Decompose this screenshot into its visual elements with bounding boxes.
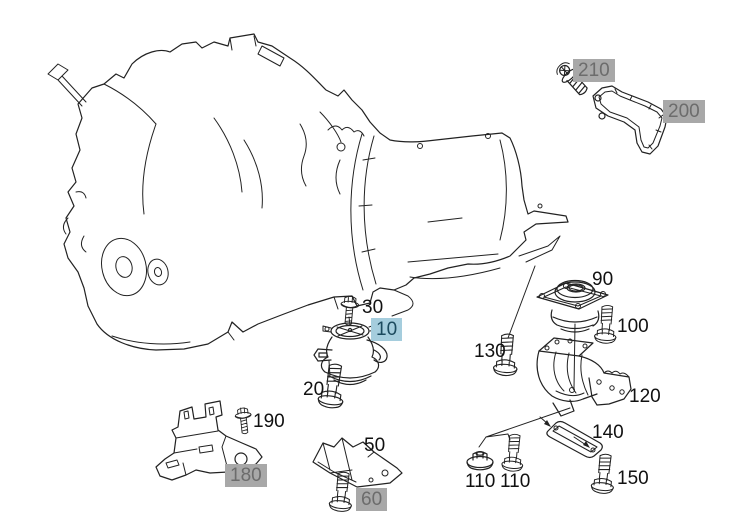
callout-110-nut[interactable]: 110 bbox=[465, 471, 496, 492]
callout-140[interactable]: 140 bbox=[592, 422, 624, 443]
callout-10[interactable]: 10 bbox=[371, 318, 403, 341]
callout-120[interactable]: 120 bbox=[629, 386, 661, 407]
callout-150[interactable]: 150 bbox=[617, 468, 649, 489]
part-drawing-140-shim-plate bbox=[546, 420, 603, 459]
callout-20[interactable]: 20 bbox=[303, 379, 325, 400]
callout-130[interactable]: 130 bbox=[474, 341, 506, 362]
callout-30[interactable]: 30 bbox=[362, 297, 384, 318]
callout-100[interactable]: 100 bbox=[617, 316, 649, 337]
part-drawing-110-nut bbox=[466, 451, 494, 471]
callout-190[interactable]: 190 bbox=[253, 411, 285, 432]
callout-90[interactable]: 90 bbox=[592, 269, 614, 290]
part-drawing-60-bolt bbox=[328, 470, 356, 513]
part-drawing-200-support-bracket bbox=[592, 85, 668, 155]
callout-110-bolt[interactable]: 110 bbox=[500, 471, 531, 492]
part-drawing-150-bolt bbox=[590, 452, 618, 495]
part-drawing-120-crossmember-bracket bbox=[536, 337, 632, 417]
callout-180[interactable]: 180 bbox=[225, 464, 267, 487]
part-drawing-190-bolt bbox=[234, 406, 254, 435]
callout-50[interactable]: 50 bbox=[364, 435, 386, 456]
part-drawing-90-transmission-mount bbox=[536, 279, 609, 333]
callout-60[interactable]: 60 bbox=[356, 488, 388, 511]
callout-210[interactable]: 210 bbox=[573, 59, 615, 82]
part-drawing-110-bolt bbox=[500, 432, 526, 473]
part-drawing-30-bolt bbox=[338, 294, 360, 327]
leader-lines bbox=[328, 265, 590, 448]
callout-200[interactable]: 200 bbox=[663, 100, 705, 123]
engine-transmission-drawing bbox=[47, 33, 569, 351]
part-drawing-50-heat-shield bbox=[312, 437, 403, 488]
